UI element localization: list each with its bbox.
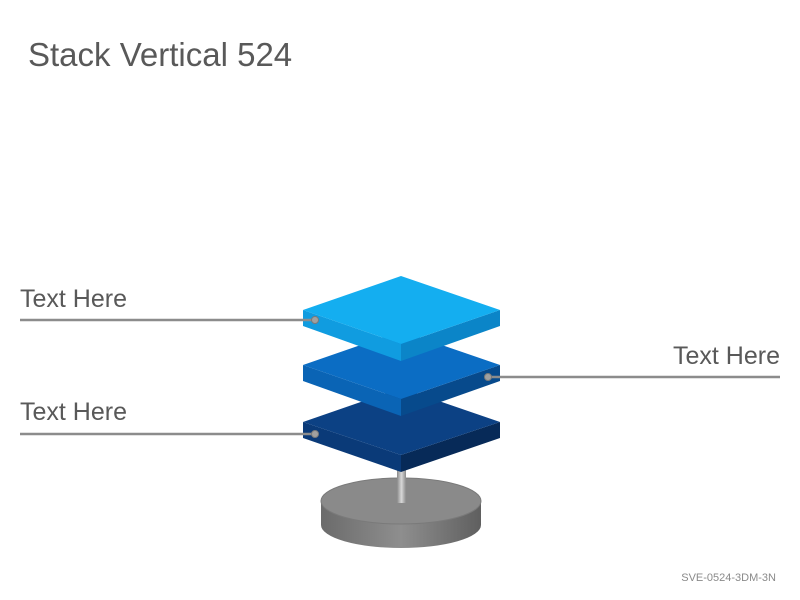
label-top-left: Text Here — [20, 285, 127, 313]
slide-code: SVE-0524-3DM-3N — [681, 572, 776, 584]
connector-line-2 — [484, 373, 780, 381]
base-disk — [320, 477, 482, 548]
layer-middle — [303, 331, 500, 416]
label-middle-right: Text Here — [673, 342, 780, 370]
label-bottom-left: Text Here — [20, 398, 127, 426]
layer-bottom — [303, 388, 500, 472]
slide-title: Stack Vertical 524 — [28, 36, 293, 73]
connector-line-1 — [20, 316, 319, 324]
layer-top — [303, 276, 500, 361]
connector-line-3 — [20, 430, 319, 438]
